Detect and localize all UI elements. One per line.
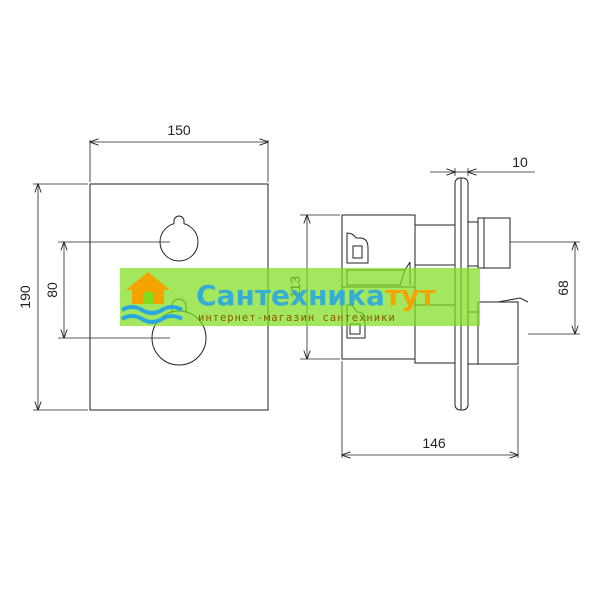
- watermark: Сантехникатут интернет-магазин сантехник…: [120, 268, 480, 326]
- dim-depth-label: 146: [422, 435, 446, 451]
- dim-width-label: 150: [167, 122, 191, 138]
- dim-outlet-spacing-68: 68: [555, 242, 575, 334]
- upper-handle: [467, 217, 511, 269]
- dim-plate-thickness-10: 10: [430, 154, 535, 172]
- dim-knob-spacing-80: 80: [44, 242, 64, 338]
- dim-height-label: 190: [17, 285, 33, 309]
- house-logo-icon: [120, 272, 184, 324]
- watermark-tagline: интернет-магазин сантехники: [198, 312, 396, 324]
- upper-knob: [159, 215, 199, 262]
- watermark-brand-accent: тут: [385, 279, 436, 312]
- front-view: 150 190 80: [17, 122, 269, 411]
- upper-lug: [346, 232, 369, 264]
- watermark-brand-main: Сантехника: [196, 279, 385, 312]
- watermark-brand: Сантехникатут: [196, 279, 436, 312]
- dim-outlet-spacing-label: 68: [555, 280, 571, 296]
- dim-knob-spacing-label: 80: [44, 282, 60, 298]
- dim-plate-thickness-label: 10: [512, 154, 528, 170]
- dim-width-150: 150: [90, 122, 268, 142]
- dim-depth-146: 146: [342, 435, 518, 455]
- dim-height-190: 190: [17, 184, 38, 410]
